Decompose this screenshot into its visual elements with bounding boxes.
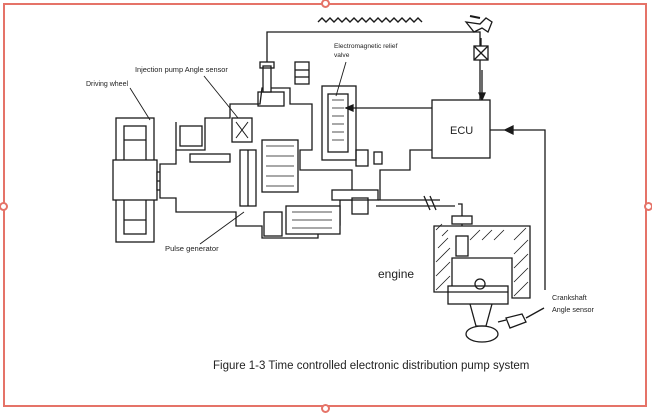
figure-caption: Figure 1-3 Time controlled electronic di…: [213, 360, 529, 372]
engine-cylinder: [433, 215, 531, 343]
relief-valve-label-1: Electromagnetic relief: [334, 43, 398, 50]
engine-label: engine: [378, 267, 414, 281]
accelerator-pedal: [464, 15, 493, 61]
relief-valve-label-2: valve: [334, 52, 350, 59]
crankshaft-sensor: [497, 307, 545, 329]
resize-handle-left[interactable]: [0, 202, 8, 211]
signal-wiring: [266, 17, 546, 290]
ecu-box: [431, 99, 491, 159]
ecu-label: ECU: [450, 125, 473, 137]
injection-pump-sensor-label: Injection pump Angle sensor: [135, 65, 228, 74]
injection-pump-body: [159, 61, 383, 239]
crankshaft-label-1: Crankshaft: [552, 293, 587, 302]
resize-handle-top[interactable]: [321, 0, 330, 8]
pulse-generator-label: Pulse generator: [165, 244, 219, 253]
label-leaders: [129, 61, 347, 245]
driving-wheel-label: Driving wheel: [86, 81, 128, 88]
crankshaft-label-2: Angle sensor: [552, 305, 595, 314]
